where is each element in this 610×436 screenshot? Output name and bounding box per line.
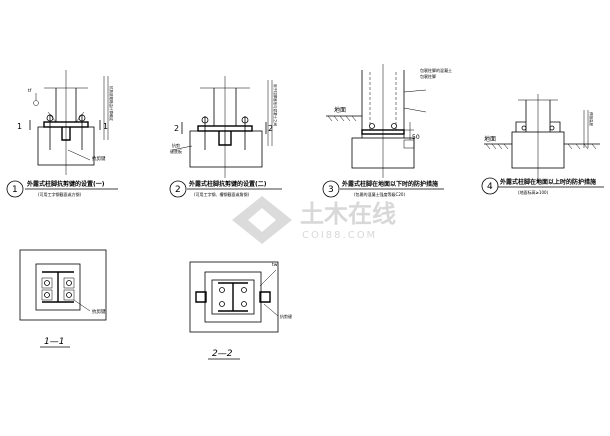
watermark-cn: 土木在线 xyxy=(300,200,396,228)
detail-2-title: 2 外露式柱脚抗剪键的设置(二) (可用工字钢、槽钢截面或角钢) xyxy=(169,180,282,198)
detail-4-title: 4 外露式柱脚在地面以上时的防护措施 (地面标高≥100) xyxy=(481,177,604,195)
detail-3-title: 3 外露式柱脚在地面以下时的防护措施 (包裹的混凝土强度等级C20) xyxy=(322,180,444,198)
detail-4-elevation: 地面 焊缝高度 xyxy=(484,94,600,182)
detail-1-note: (可用工字钢截面或方钢) xyxy=(38,191,82,197)
detail-4-heading: 外露式柱脚在地面以上时的防护措施 xyxy=(499,178,596,186)
watermark-en: COI88.COM xyxy=(302,230,377,241)
side-note-2: 用于柱脚底板与混凝土之间 xyxy=(273,84,278,126)
detail-1-heading: 外露式柱脚抗剪键的设置(一) xyxy=(26,180,105,188)
detail-3-note: (包裹的混凝土强度等级C20) xyxy=(354,191,405,197)
detail-1-bubble xyxy=(6,180,24,198)
detail-2-bubble xyxy=(169,180,187,198)
detail-4-note: (地面标高≥100) xyxy=(518,189,549,195)
gap-note: 抗剪键规格由计算确定 xyxy=(109,86,114,121)
detail-2-note-b: 键底板 xyxy=(170,148,182,154)
detail-2-elevation: 2 2 抗剪 键底板 用于柱脚底板与混凝土之间 xyxy=(170,76,278,178)
ground-label-3: 地面 xyxy=(334,106,346,114)
detail-1-number: 1 xyxy=(12,185,18,195)
section-1-1-plan: 抗剪键 1—1 xyxy=(19,249,107,348)
top-note-3: 包裹柱脚的混凝土 xyxy=(420,67,452,73)
section-2-2-label: 2—2 xyxy=(212,349,233,359)
detail-2-heading: 外露式柱脚抗剪键的设置(二) xyxy=(188,180,267,188)
detail-4-number: 4 xyxy=(487,182,493,192)
shear-key-label-plan: 抗剪键 xyxy=(92,308,106,315)
wrap-note: 包裹柱脚 xyxy=(420,73,436,79)
shear-key-label-2: 抗剪键 xyxy=(280,313,292,319)
plan-tag: tw xyxy=(272,262,278,268)
dim-50: 50 xyxy=(412,134,420,141)
shear-key-label-1: 抗剪键 xyxy=(92,155,106,162)
watermark: 土木在线 COI88.COM xyxy=(232,196,396,244)
detail-1-title: 1 外露式柱脚抗剪键的设置(一) (可用工字钢截面或方钢) xyxy=(6,180,118,198)
detail-2-number: 2 xyxy=(175,185,181,195)
detail-3-heading: 外露式柱脚在地面以下时的防护措施 xyxy=(341,180,438,188)
section-1-1-label: 1—1 xyxy=(44,337,64,347)
section-mark-1b: 1 xyxy=(103,122,108,131)
section-mark-2a: 2 xyxy=(174,124,179,133)
leader-tf: tf xyxy=(28,88,32,94)
detail-4-bubble xyxy=(481,177,499,195)
section-mark-2b: 2 xyxy=(268,124,273,133)
section-2-2-plan: tw 抗剪键 2—2 xyxy=(189,261,292,360)
detail-3-bubble xyxy=(322,180,340,198)
detail-3-elevation: 地面 50 包裹柱脚的混凝土 包裹柱脚 xyxy=(326,64,452,178)
detail-2-note-a: 抗剪 xyxy=(172,142,180,148)
ground-label-4: 地面 xyxy=(484,135,496,143)
weld-note: 焊缝高度 xyxy=(589,112,594,126)
section-mark-1a: 1 xyxy=(17,122,22,131)
detail-3-number: 3 xyxy=(328,185,334,195)
detail-1-elevation: 1 1 tf 抗剪键规格由计算确定 抗剪键 xyxy=(17,70,114,175)
detail-2-note: (可用工字钢、槽钢截面或角钢) xyxy=(194,191,250,197)
